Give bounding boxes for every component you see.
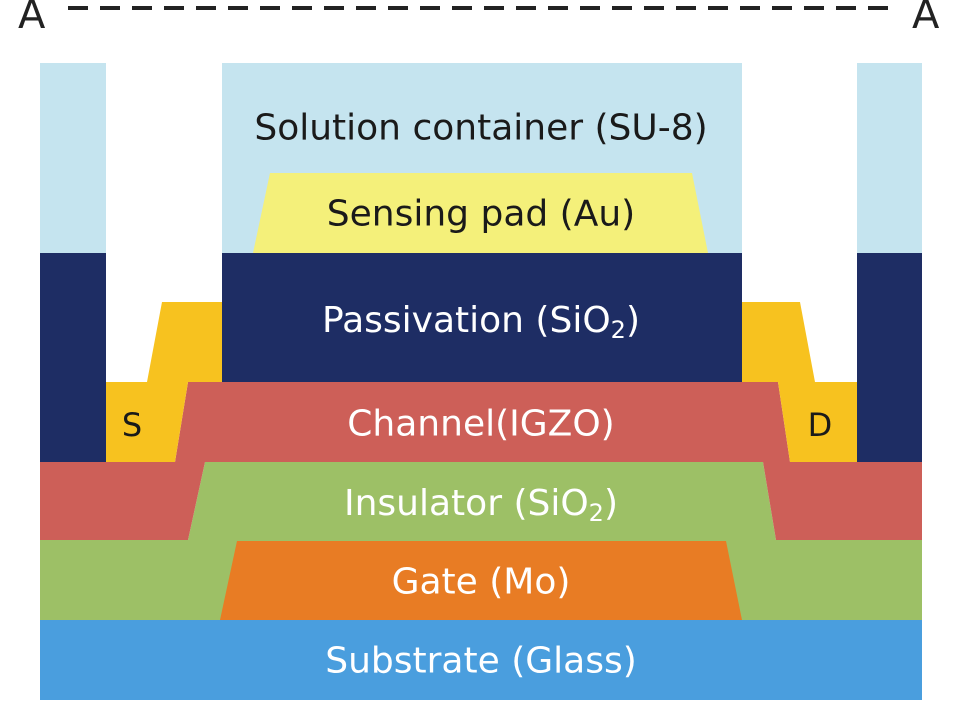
passivation-center-block [222,253,742,382]
passivation-right-block [857,253,922,462]
passivation-left-block [40,253,106,462]
passivation-label: Passivation (SiO2) [322,300,640,345]
drain-electrode [742,302,857,462]
source-label: S [122,406,142,444]
cut-label-left: A [18,0,46,38]
substrate-layer [40,620,922,700]
gate-label: Gate (Mo) [392,562,571,603]
sensing-pad-layer [253,173,708,253]
solution-container-label: Solution container (SU-8) [254,108,707,149]
source-electrode [106,302,222,462]
sensing-pad-label: Sensing pad (Au) [327,194,635,235]
insulator-label: Insulator (SiO2) [344,483,618,528]
drain-label: D [808,406,833,444]
cut-label-right: A [912,0,940,38]
cut-line: A A [18,0,940,38]
solution-container-right-wall [857,63,922,253]
solution-container-left-wall [40,63,106,253]
channel-layer [40,382,922,540]
channel-label: Channel(IGZO) [347,404,614,445]
gate-layer [220,541,742,620]
substrate-label: Substrate (Glass) [325,641,637,682]
